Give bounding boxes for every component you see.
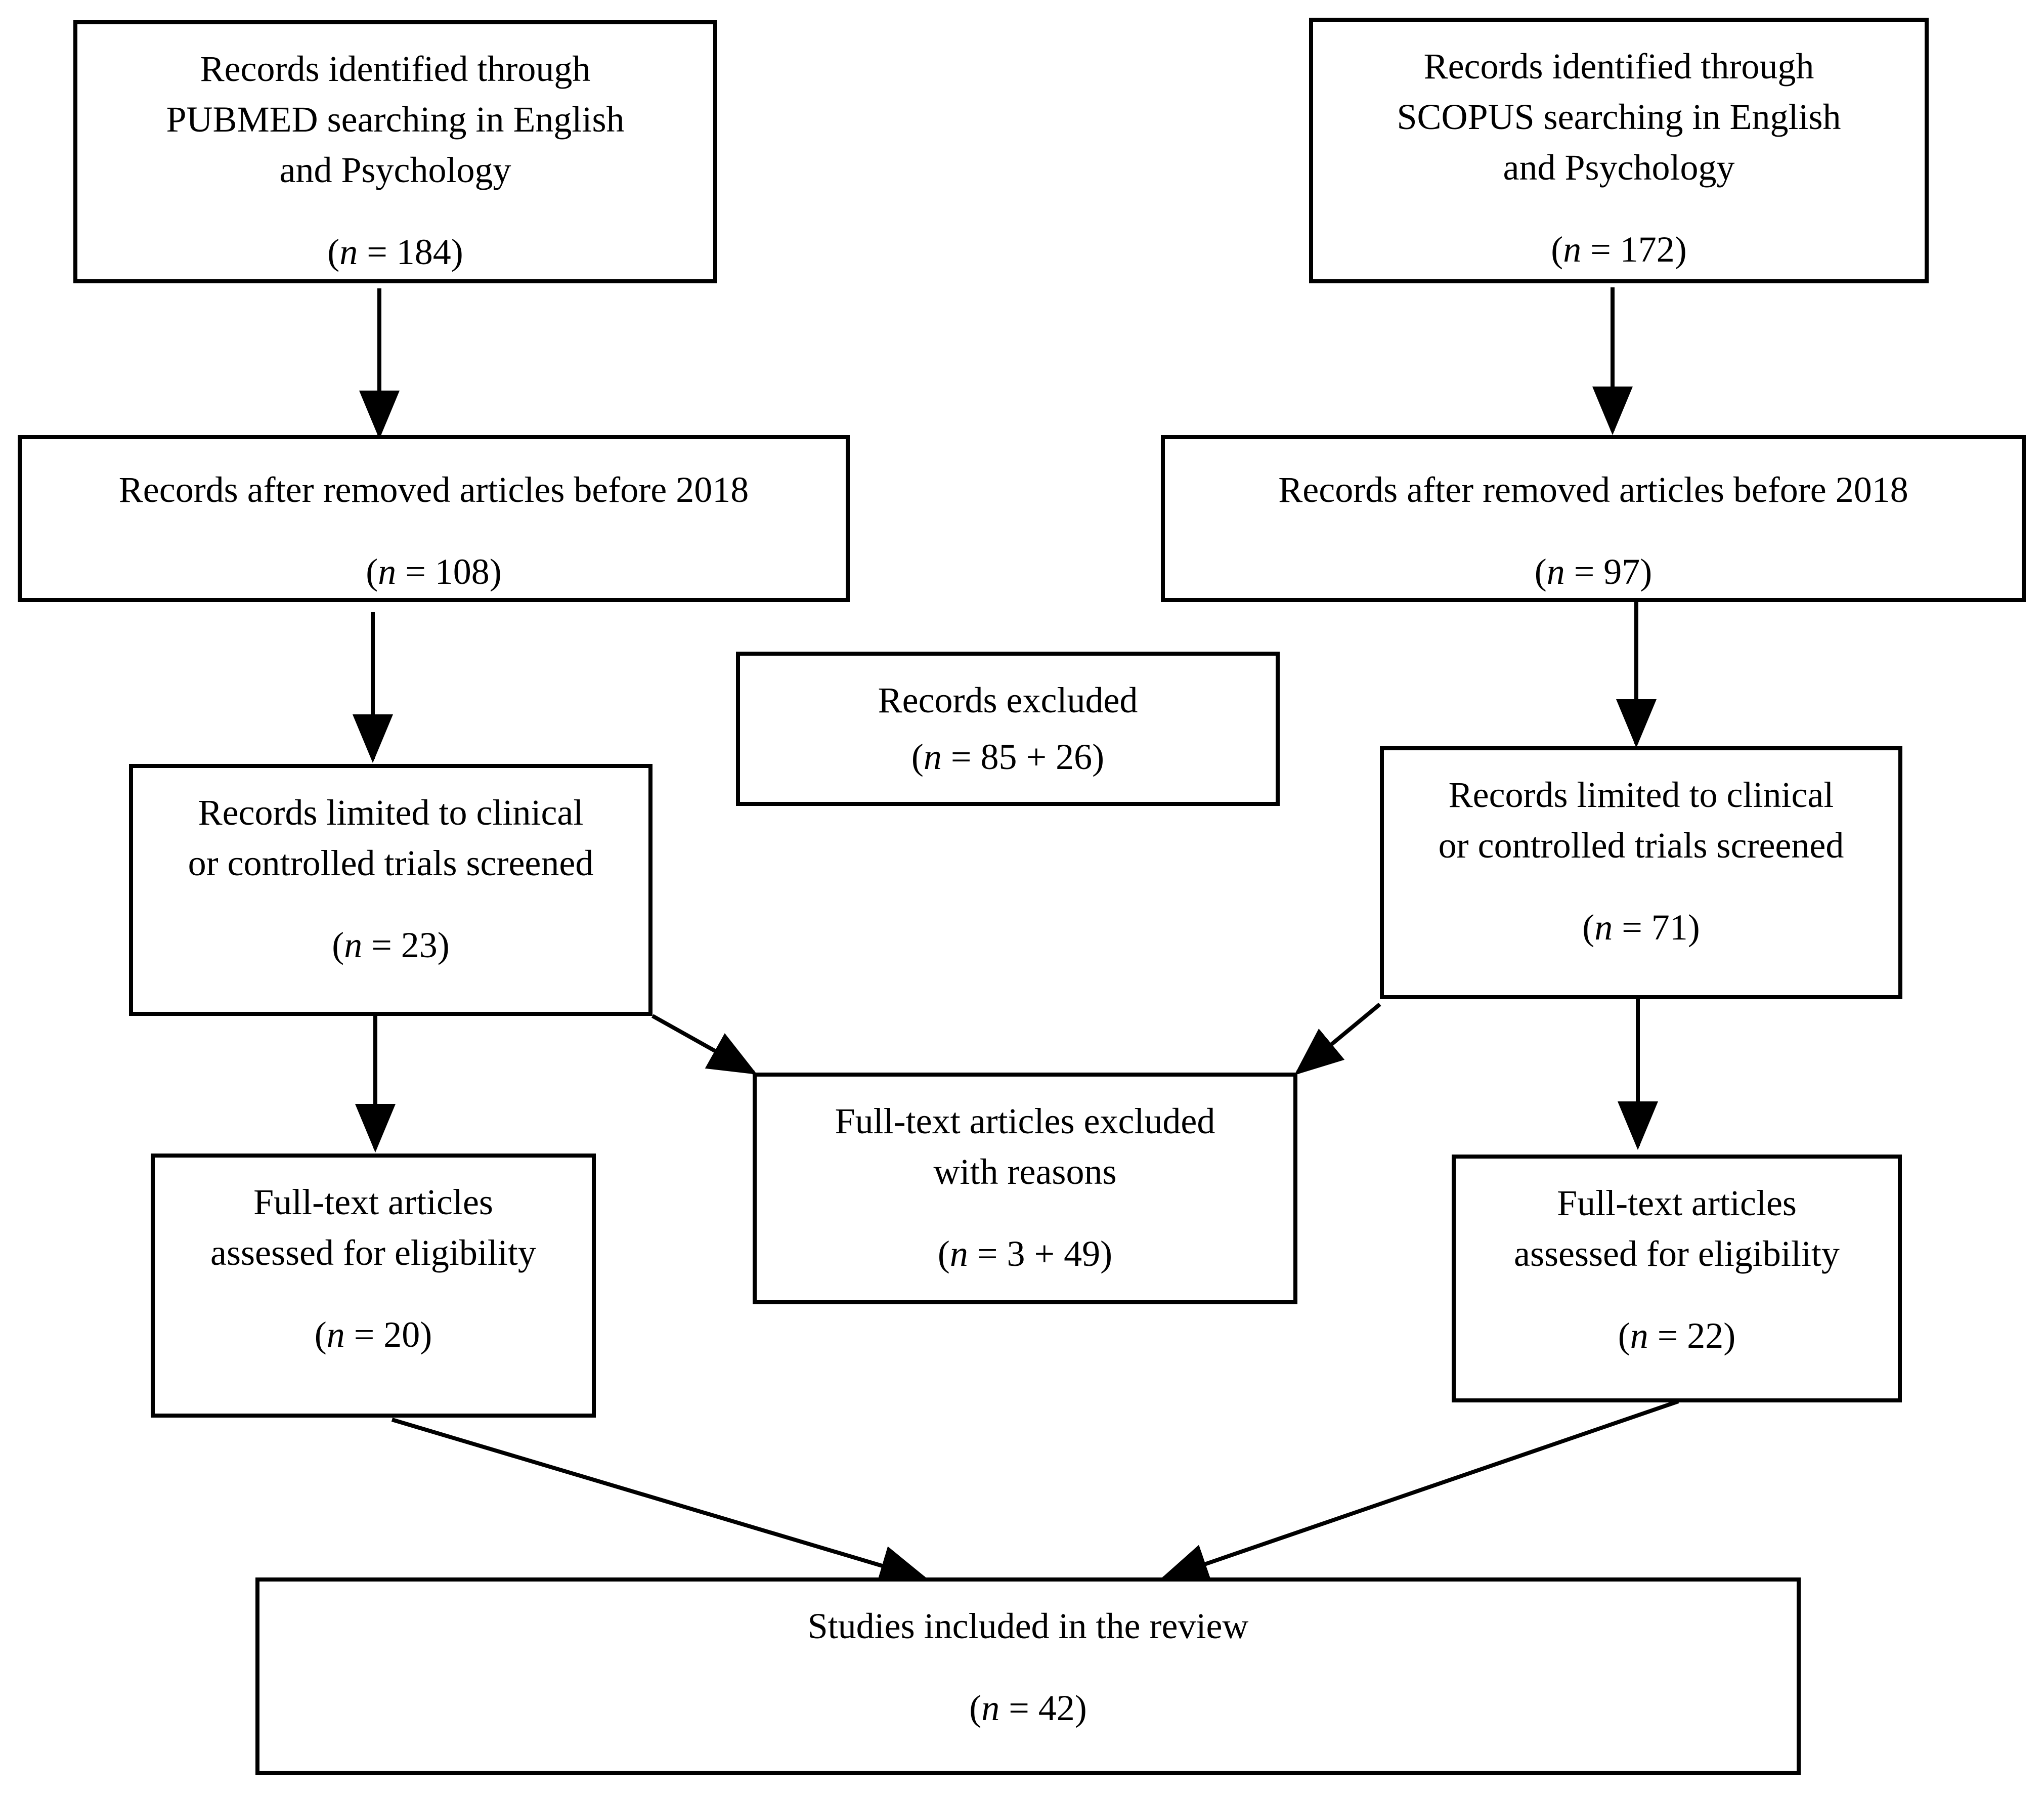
records-excluded-box: Records excluded (n = 85 + 26) — [736, 652, 1280, 806]
scopus-identified-line-2: SCOPUS searching in English — [1397, 97, 1841, 137]
scopus-fulltext-line-1: Full-text articles — [1557, 1183, 1797, 1223]
scopus-fulltext-count: (n = 22) — [1618, 1315, 1736, 1356]
pubmed-identified-line-3: and Psychology — [279, 150, 511, 190]
scopus-limited-line-2: or controlled trials screened — [1438, 825, 1844, 866]
arrow-pubmed-limited-to-fulltext-excluded — [651, 1014, 757, 1075]
scopus-after-2018-n: 97 — [1603, 551, 1640, 592]
scopus-after-2018-label: Records after removed articles before 20… — [1278, 469, 1908, 510]
fulltext-excluded-n: 3 + 49 — [1007, 1233, 1101, 1274]
pubmed-after-2018-label: Records after removed articles before 20… — [118, 469, 749, 510]
records-excluded-count: (n = 85 + 26) — [911, 737, 1105, 777]
pubmed-after-2018-count: (n = 108) — [366, 551, 502, 592]
scopus-fulltext-n: 22 — [1687, 1315, 1724, 1356]
fulltext-excluded-box: Full-text articles excluded with reasons… — [753, 1073, 1297, 1304]
scopus-identified-line-3: and Psychology — [1503, 147, 1735, 188]
pubmed-fulltext-line-1: Full-text articles — [253, 1182, 493, 1222]
pubmed-limited-box: Records limited to clinical or controlle… — [129, 764, 653, 1016]
pubmed-after-2018-n: 108 — [434, 551, 490, 592]
scopus-limited-line-1: Records limited to clinical — [1448, 775, 1834, 815]
pubmed-limited-count: (n = 23) — [332, 925, 450, 965]
arrow-scopus-fulltext-to-included — [1159, 1399, 1679, 1584]
pubmed-identified-line-2: PUBMED searching in English — [166, 99, 625, 140]
scopus-fulltext-line-2: assessed for eligibility — [1514, 1233, 1840, 1274]
scopus-after-2018-count: (n = 97) — [1534, 551, 1652, 592]
pubmed-fulltext-n: 20 — [383, 1314, 420, 1355]
pubmed-fulltext-count: (n = 20) — [314, 1314, 432, 1355]
records-excluded-n: 85 + 26 — [980, 737, 1093, 777]
studies-included-label: Studies included in the review — [807, 1606, 1249, 1646]
scopus-limited-count: (n = 71) — [1582, 907, 1700, 948]
scopus-fulltext-box: Full-text articles assessed for eligibil… — [1452, 1155, 1902, 1402]
studies-included-n: 42 — [1038, 1688, 1075, 1728]
pubmed-limited-line-1: Records limited to clinical — [198, 792, 584, 833]
pubmed-identified-line-1: Records identified through — [200, 49, 591, 89]
studies-included-count: (n = 42) — [969, 1688, 1087, 1728]
scopus-identified-n: 172 — [1620, 229, 1675, 270]
studies-included-box: Studies included in the review (n = 42) — [255, 1577, 1801, 1775]
scopus-after-2018-box: Records after removed articles before 20… — [1161, 435, 2026, 602]
pubmed-after-2018-box: Records after removed articles before 20… — [18, 435, 850, 602]
pubmed-fulltext-line-2: assessed for eligibility — [210, 1232, 536, 1273]
fulltext-excluded-count: (n = 3 + 49) — [937, 1233, 1113, 1274]
fulltext-excluded-line-2: with reasons — [933, 1151, 1117, 1192]
scopus-identified-line-1: Records identified through — [1423, 46, 1814, 87]
fulltext-excluded-line-1: Full-text articles excluded — [835, 1101, 1215, 1141]
pubmed-identified-count: (n = 184) — [327, 232, 463, 272]
arrow-scopus-limited-to-fulltext-excluded — [1294, 1002, 1381, 1076]
pubmed-identified-n: 184 — [396, 232, 451, 272]
scopus-limited-n: 71 — [1651, 907, 1688, 948]
records-excluded-label: Records excluded — [878, 680, 1138, 720]
scopus-identified-count: (n = 172) — [1551, 229, 1687, 270]
scopus-limited-box: Records limited to clinical or controlle… — [1380, 746, 1902, 999]
pubmed-limited-line-2: or controlled trials screened — [188, 843, 594, 883]
arrow-pubmed-fulltext-to-included — [391, 1418, 929, 1586]
pubmed-fulltext-box: Full-text articles assessed for eligibil… — [151, 1154, 596, 1418]
pubmed-limited-n: 23 — [401, 925, 438, 965]
pubmed-identified-box: Records identified through PUBMED search… — [73, 20, 717, 283]
scopus-identified-box: Records identified through SCOPUS search… — [1309, 18, 1929, 283]
